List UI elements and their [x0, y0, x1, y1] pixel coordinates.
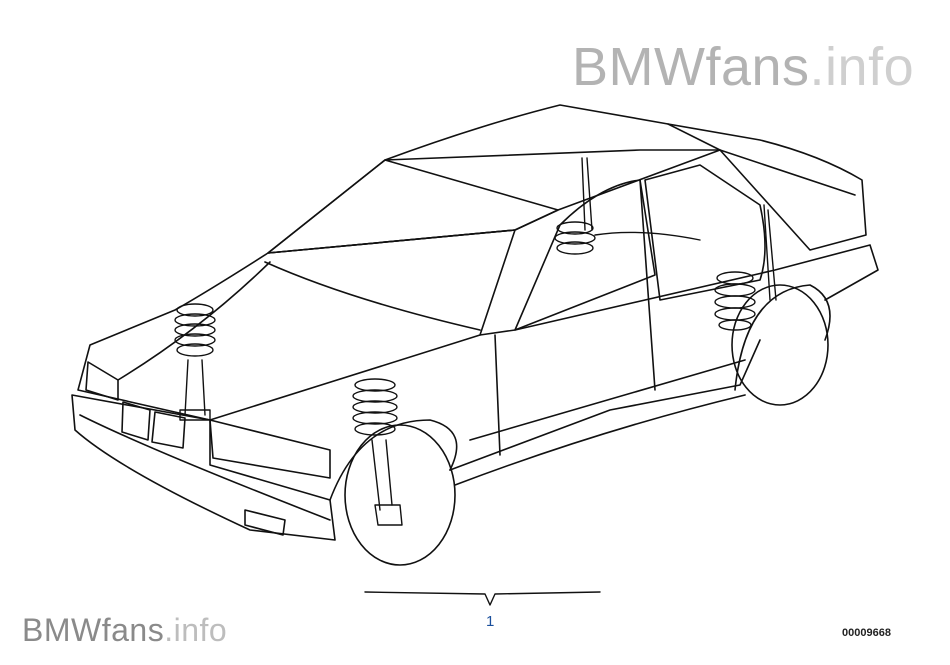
rear-wheel-arch — [734, 284, 831, 391]
front-door-line — [494, 334, 501, 456]
kidney-grille-right — [151, 411, 186, 449]
headlight-left — [85, 361, 119, 401]
bumper-line — [79, 414, 331, 521]
body-side-upper — [479, 244, 879, 336]
watermark-top: BMWfans.info — [572, 40, 914, 94]
callout-1[interactable]: 1 — [486, 613, 495, 630]
rear-right-spring — [714, 204, 777, 331]
front-bumper — [71, 394, 336, 541]
hood-outline — [77, 229, 516, 421]
front-left-spring — [174, 303, 216, 421]
rear-wheel — [731, 284, 829, 406]
windshield — [267, 159, 559, 254]
hood-crease — [117, 261, 271, 381]
watermark-suffix: .info — [164, 612, 228, 648]
watermark-suffix: .info — [809, 37, 915, 97]
roof-outline — [267, 104, 721, 254]
watermark-brand: BMWfans — [572, 37, 810, 97]
hood-center-line — [264, 261, 481, 331]
watermark-bottom: BMWfans.info — [22, 614, 227, 646]
front-right-spring — [352, 378, 403, 526]
callout-leader — [364, 591, 601, 606]
front-door-window — [514, 179, 656, 331]
b-pillar — [639, 179, 656, 391]
trunk-outline — [667, 123, 867, 251]
front-wheel-arch — [329, 419, 458, 501]
rear-left-spring — [554, 157, 701, 255]
trunk-lid-line — [719, 149, 856, 196]
front-wheel — [344, 424, 456, 566]
door-sill — [454, 394, 746, 486]
roof-inner-line — [384, 149, 721, 161]
fog-light — [244, 509, 286, 536]
diagram-id: 00009668 — [842, 627, 891, 639]
rear-door-window — [644, 164, 766, 301]
body-side-molding — [469, 359, 746, 441]
body-side-lower — [449, 339, 761, 471]
kidney-grille-left — [121, 401, 151, 441]
headlight-right — [209, 419, 331, 479]
watermark-brand: BMWfans — [22, 612, 165, 648]
